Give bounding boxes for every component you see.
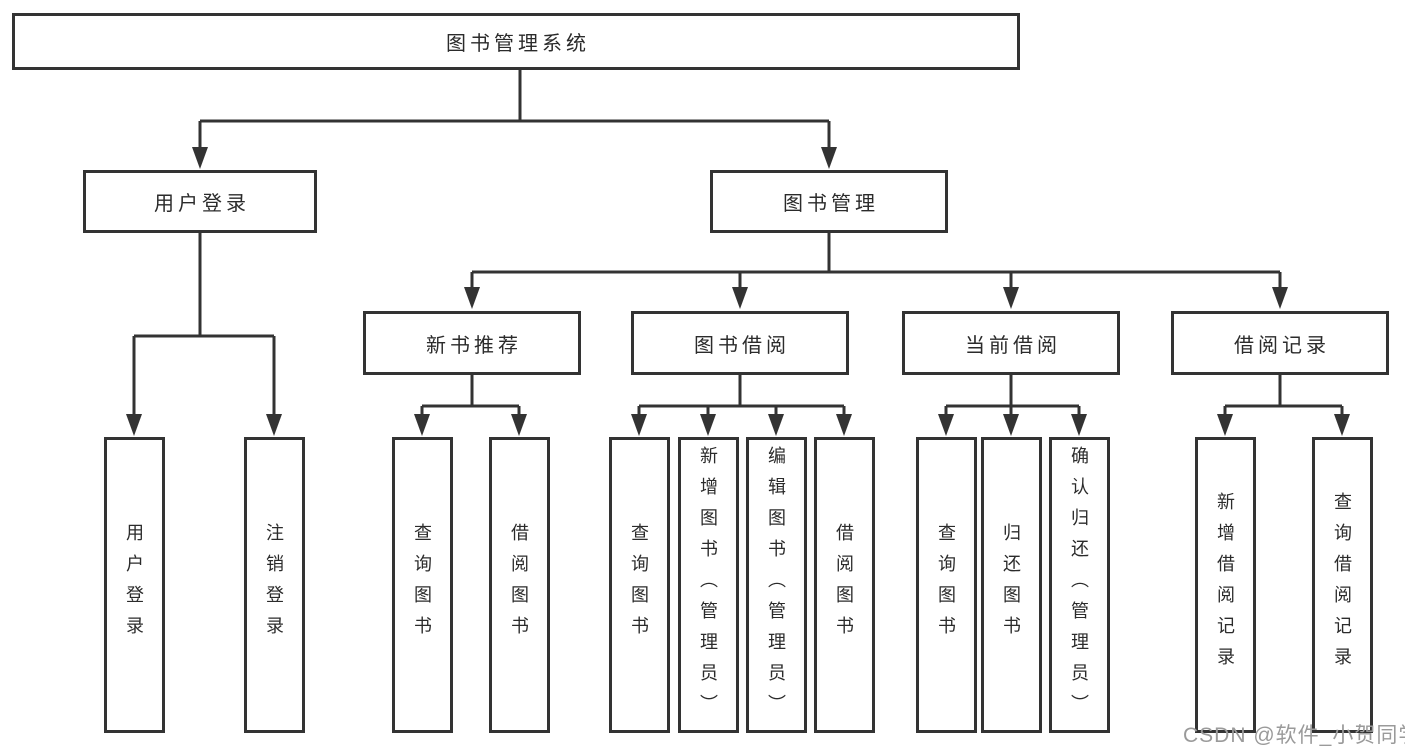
connector-root xyxy=(198,70,831,149)
arrow-down-icon xyxy=(768,414,784,436)
node-label: 图书借阅 xyxy=(694,334,790,357)
arrow-down-icon xyxy=(192,147,208,169)
connector-new-book-recommend xyxy=(420,375,521,416)
node-label: 图书管理 xyxy=(783,193,879,215)
leaf-add-books-admin: 新增图书（管理员） xyxy=(677,437,739,733)
arrow-down-icon xyxy=(631,414,647,436)
connector-current-borrow xyxy=(944,375,1081,416)
node-label: 新书推荐 xyxy=(426,334,522,357)
leaf-label: 归还图书 xyxy=(1001,523,1021,647)
leaf-borrow-books: 借阅图书 xyxy=(813,437,875,733)
connector-book-borrow xyxy=(637,375,846,416)
arrow-down-icon xyxy=(1003,287,1019,309)
leaf-label: 确认归还（管理员） xyxy=(1069,445,1089,725)
node-book-management: 图书管理 xyxy=(710,170,948,233)
connector-user-login xyxy=(132,233,276,416)
leaf-label: 编辑图书（管理员） xyxy=(766,445,786,725)
arrow-down-icon xyxy=(938,414,954,436)
leaf-query-borrow-record: 查询借阅记录 xyxy=(1311,437,1373,733)
leaf-label: 查询图书 xyxy=(936,523,956,647)
arrow-down-icon xyxy=(464,287,480,309)
leaf-query-books-current: 查询图书 xyxy=(915,437,977,733)
leaf-label: 查询图书 xyxy=(629,523,649,647)
node-current-borrow: 当前借阅 xyxy=(902,311,1120,375)
leaf-return-books: 归还图书 xyxy=(980,437,1042,733)
arrow-down-icon xyxy=(511,414,527,436)
node-book-borrow: 图书借阅 xyxy=(631,311,849,375)
node-root-system: 图书管理系统 xyxy=(12,13,1020,70)
leaf-label: 查询图书 xyxy=(412,523,432,647)
leaf-label: 借阅图书 xyxy=(834,523,854,647)
arrow-down-icon xyxy=(414,414,430,436)
connector-borrow-records xyxy=(1223,375,1344,416)
csdn-watermark: CSDN @软件_小贺同学 xyxy=(1183,724,1405,747)
leaf-label: 新增图书（管理员） xyxy=(698,445,718,725)
node-borrow-records: 借阅记录 xyxy=(1171,311,1389,375)
leaf-label: 新增借阅记录 xyxy=(1215,492,1235,678)
node-label: 当前借阅 xyxy=(965,334,1061,357)
arrow-down-icon xyxy=(126,414,142,436)
arrow-down-icon xyxy=(732,287,748,309)
arrow-down-icon xyxy=(700,414,716,436)
leaf-label: 查询借阅记录 xyxy=(1332,492,1352,678)
arrow-down-icon xyxy=(1272,287,1288,309)
arrowheads xyxy=(126,147,1350,436)
node-root-label: 图书管理系统 xyxy=(446,33,590,55)
leaf-logout: 注销登录 xyxy=(243,437,305,733)
leaf-query-books-recommend: 查询图书 xyxy=(391,437,453,733)
leaf-edit-books-admin: 编辑图书（管理员） xyxy=(745,437,807,733)
arrow-down-icon xyxy=(1071,414,1087,436)
connector-book-management xyxy=(470,233,1282,289)
arrow-down-icon xyxy=(836,414,852,436)
leaf-user-login: 用户登录 xyxy=(103,437,165,733)
arrow-down-icon xyxy=(1217,414,1233,436)
node-label: 借阅记录 xyxy=(1234,334,1330,357)
arrow-down-icon xyxy=(1003,414,1019,436)
node-user-login: 用户登录 xyxy=(83,170,317,233)
node-new-book-recommend: 新书推荐 xyxy=(363,311,581,375)
arrow-down-icon xyxy=(266,414,282,436)
arrow-down-icon xyxy=(1334,414,1350,436)
leaf-borrow-books-recommend: 借阅图书 xyxy=(488,437,550,733)
leaf-label: 用户登录 xyxy=(124,523,144,647)
node-label: 用户登录 xyxy=(154,193,250,215)
arrow-down-icon xyxy=(821,147,837,169)
leaf-label: 注销登录 xyxy=(264,523,284,647)
leaf-confirm-return-admin: 确认归还（管理员） xyxy=(1048,437,1110,733)
leaf-query-books-borrow: 查询图书 xyxy=(608,437,670,733)
leaf-add-borrow-record: 新增借阅记录 xyxy=(1194,437,1256,733)
leaf-label: 借阅图书 xyxy=(509,523,529,647)
